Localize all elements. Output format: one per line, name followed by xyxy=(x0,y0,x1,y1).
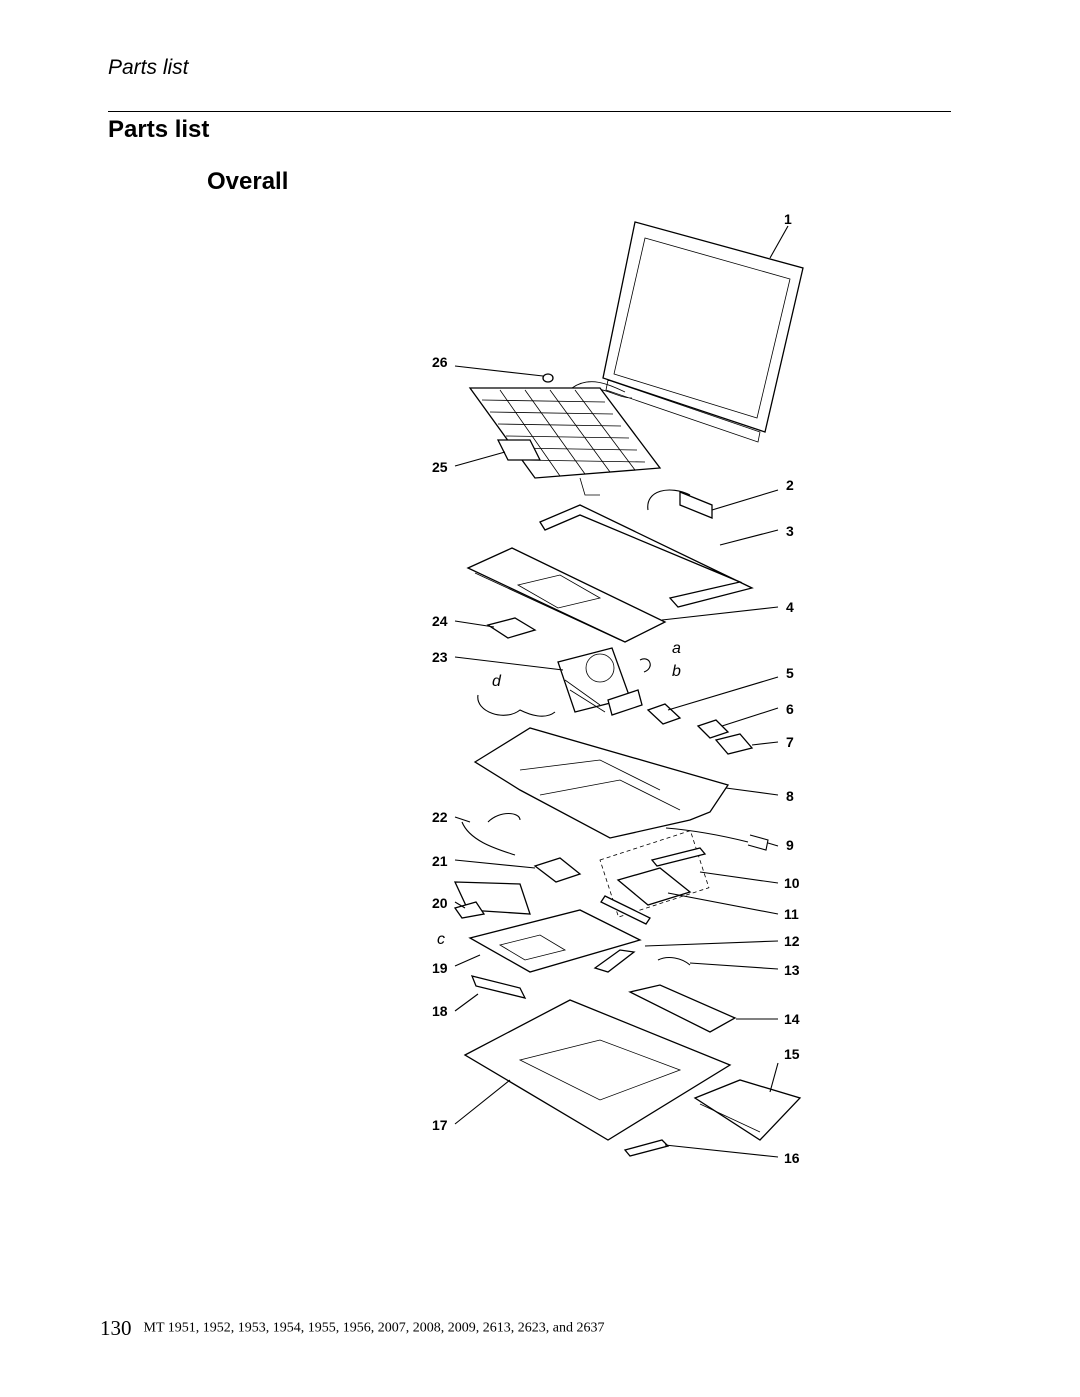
page-number: 130 xyxy=(100,1316,132,1340)
part-cable-d xyxy=(477,694,556,717)
callout-14: 14 xyxy=(784,1011,800,1027)
callout-3: 3 xyxy=(786,523,794,539)
callout-15: 15 xyxy=(784,1046,800,1062)
part-keyboard xyxy=(468,387,662,496)
part-slot-cover xyxy=(623,1139,670,1157)
callout-23: 23 xyxy=(432,649,448,665)
callout-11: 11 xyxy=(784,906,799,922)
callout-letter-a: a xyxy=(672,640,681,657)
part-modem-cable xyxy=(657,956,691,966)
part-cpu xyxy=(533,857,582,883)
callout-13: 13 xyxy=(784,962,800,978)
part-screw-a xyxy=(639,658,651,673)
part-io-board xyxy=(593,949,636,973)
callout-5: 5 xyxy=(786,665,794,681)
callout-19: 19 xyxy=(432,960,448,976)
leader-lines xyxy=(454,225,789,1158)
callout-25: 25 xyxy=(432,459,448,475)
callout-22: 22 xyxy=(432,809,448,825)
callout-18: 18 xyxy=(432,1003,448,1019)
footer-model-list: MT 1951, 1952, 1953, 1954, 1955, 1956, 2… xyxy=(143,1320,605,1336)
callout-8: 8 xyxy=(786,788,794,804)
callout-24: 24 xyxy=(432,613,448,629)
part-memory-cover xyxy=(486,617,537,639)
callout-6: 6 xyxy=(786,701,794,717)
part-bracket-b xyxy=(607,689,643,716)
callout-9: 9 xyxy=(786,837,794,853)
part-structural-frame xyxy=(473,727,730,839)
callout-7: 7 xyxy=(786,734,794,750)
callout-20: 20 xyxy=(432,895,448,911)
part-trackpoint-cap xyxy=(542,373,554,383)
part-keyboard-bezel xyxy=(539,504,754,608)
part-cable-22 xyxy=(461,812,521,856)
part-lcd-assembly xyxy=(571,221,804,443)
part-card-7 xyxy=(714,733,754,755)
part-speaker-assembly xyxy=(647,489,713,519)
part-hdd-assembly xyxy=(599,830,710,925)
part-card-6 xyxy=(696,719,730,739)
callout-26: 26 xyxy=(432,354,448,370)
part-battery xyxy=(628,984,737,1033)
callout-17: 17 xyxy=(432,1117,448,1133)
part-base-cover xyxy=(463,999,732,1141)
running-header: Parts list xyxy=(108,56,189,79)
callout-letter-c: c xyxy=(437,931,445,948)
part-system-board xyxy=(468,909,642,973)
callout-letter-d: d xyxy=(492,673,502,690)
header-rule xyxy=(108,111,951,112)
subsection-title: Overall xyxy=(207,168,289,195)
part-memory xyxy=(470,975,527,999)
part-dc-in-cable xyxy=(665,827,769,851)
part-palm-rest xyxy=(466,547,667,643)
section-title: Parts list xyxy=(108,116,210,143)
page-footer: 130 MT 1951, 1952, 1953, 1954, 1955, 195… xyxy=(100,1316,604,1341)
callout-21: 21 xyxy=(432,853,448,869)
callout-1: 1 xyxy=(784,211,792,227)
callout-10: 10 xyxy=(784,875,800,891)
part-bluetooth xyxy=(646,703,682,725)
callout-16: 16 xyxy=(784,1150,800,1166)
callout-2: 2 xyxy=(786,477,794,493)
callout-12: 12 xyxy=(784,933,800,949)
callout-letter-b: b xyxy=(672,663,681,680)
callout-4: 4 xyxy=(786,599,794,615)
part-optical-drive xyxy=(693,1079,802,1141)
